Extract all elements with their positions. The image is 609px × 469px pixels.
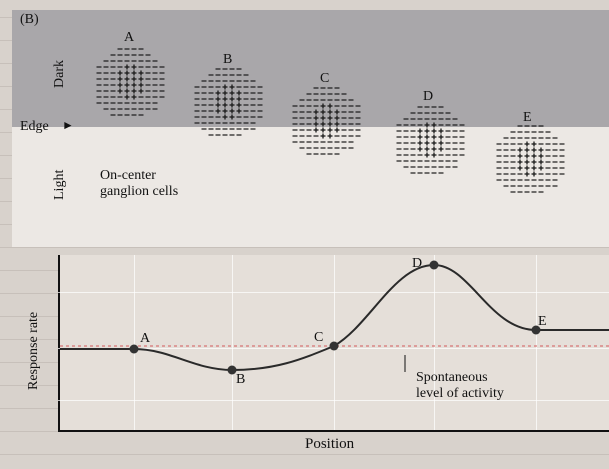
receptive-field-e [496,125,565,193]
cell-caption-line1: On-center [100,168,156,183]
point-label-b: B [236,372,246,387]
point-e [531,325,541,335]
cell-letter-e: E [523,110,532,125]
point-label-d: D [412,256,423,271]
receptive-field-d [396,106,465,174]
grid-line [134,255,135,430]
grid-line [58,292,609,293]
cell-letter-d: D [423,89,434,104]
grid-line [58,400,609,401]
cell-caption-line2: ganglion cells [100,184,179,199]
grid-line [536,255,537,430]
baseline-annotation-line1: Spontaneous [416,370,488,385]
point-label-c: C [314,330,324,345]
cell-letter-c: C [320,71,330,86]
point-d [429,260,439,270]
cell-letter-b: B [223,52,233,67]
receptive-field-c [292,87,361,155]
grid-line [434,255,435,430]
cell-caption: On-center ganglion cells [100,168,178,200]
cell-letter-a: A [124,30,135,45]
x-axis-label: Position [305,436,355,452]
point-label-a: A [140,331,151,346]
response-curve [60,263,609,372]
baseline-annotation: Spontaneous level of activity [416,370,504,402]
point-b [227,365,237,375]
edge-arrow-icon: ► [62,118,74,132]
point-c [329,341,339,351]
receptive-field-a [96,48,165,116]
grid-line [232,255,233,430]
light-region [12,127,609,247]
dark-region [12,10,609,127]
receptive-field-b [194,68,263,136]
edge-label: Edge [20,119,49,134]
baseline-annotation-line2: level of activity [416,386,504,401]
point-label-e: E [538,314,547,329]
panel-label: (B) [20,12,39,27]
point-a [129,344,139,354]
y-axis-label: Response rate [26,311,41,390]
